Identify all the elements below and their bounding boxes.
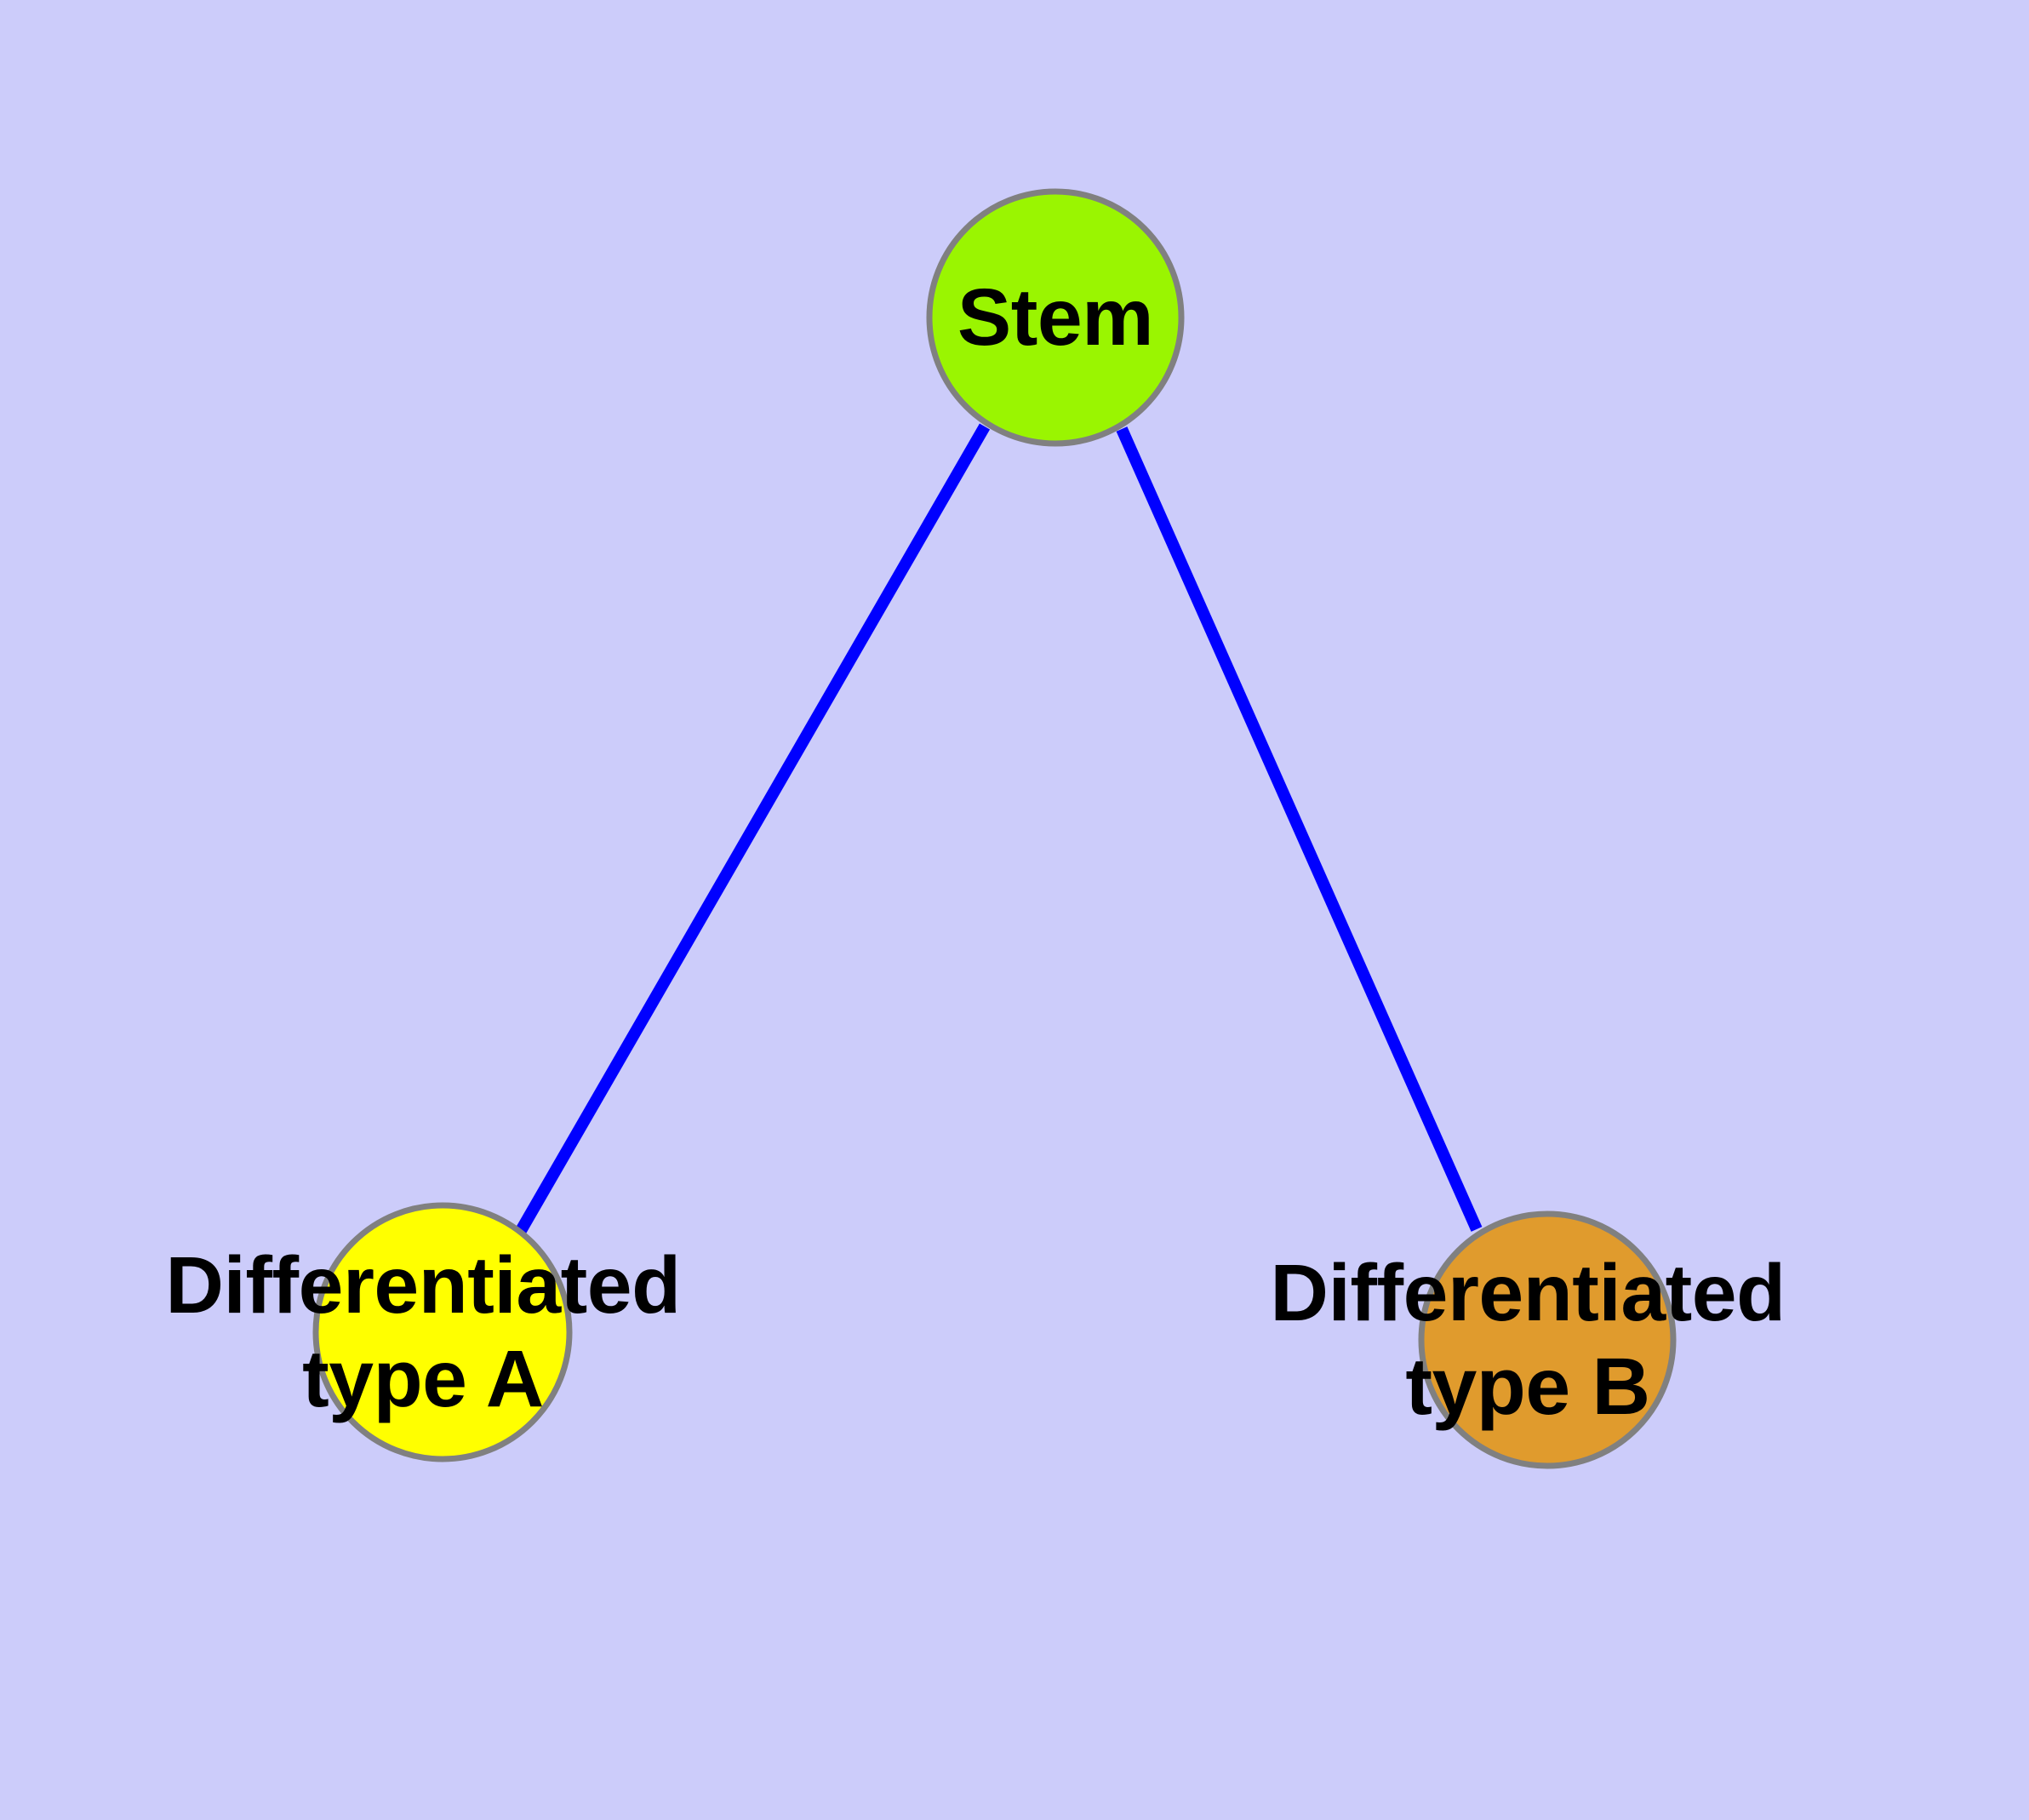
edge-stem-to-diff-b[interactable] <box>1116 426 1483 1232</box>
node-diff-b-circle[interactable] <box>1418 1210 1677 1469</box>
edge-stem-to-diff-a[interactable] <box>510 423 991 1243</box>
node-stem-circle[interactable] <box>926 188 1185 447</box>
node-layer <box>312 188 1677 1469</box>
edge-layer <box>510 423 1483 1243</box>
node-diff-a-circle[interactable] <box>312 1202 573 1462</box>
